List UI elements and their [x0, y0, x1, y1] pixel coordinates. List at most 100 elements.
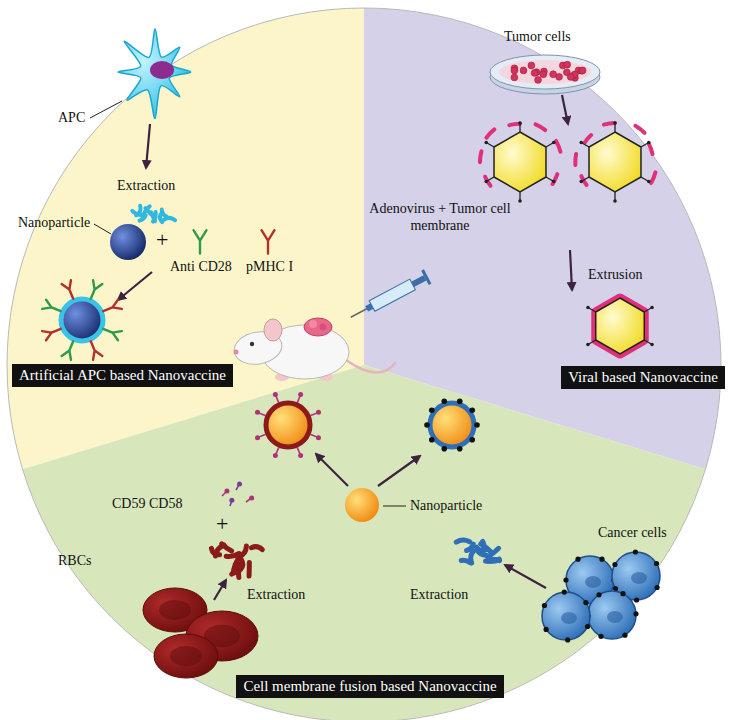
apc-nanovaccine-core	[61, 299, 103, 341]
tumor-antigen	[542, 603, 547, 608]
membrane-fragment	[216, 545, 225, 556]
capsid-spike	[586, 306, 590, 310]
apc-nucleus	[150, 61, 174, 79]
tumor-antigen	[544, 627, 549, 632]
antibody-symbol	[42, 300, 62, 316]
tumor-antigen	[612, 562, 617, 567]
tumor-antigen	[634, 597, 639, 602]
tumor	[320, 324, 327, 331]
title-box: Cell membrane fusion based Nanovaccine	[236, 675, 503, 698]
tumor-antigen	[469, 408, 475, 414]
title-text: Viral based Nanovaccine	[568, 369, 718, 386]
tumor-antigen	[565, 637, 570, 642]
membrane-fragment	[164, 218, 175, 220]
text-label: Adenovirus + Tumor cell membrane	[365, 200, 515, 234]
cancer-cell	[542, 592, 590, 640]
leader-line	[90, 101, 122, 118]
arrow	[118, 272, 152, 300]
membrane-fragment	[480, 151, 481, 162]
tumor-antigen	[457, 398, 463, 404]
text-label: Extraction	[410, 586, 468, 603]
tumor-antigen	[583, 600, 588, 605]
antibody-symbol	[262, 230, 275, 253]
membrane-fragment	[160, 212, 163, 222]
membrane-fragment	[247, 562, 252, 576]
capsid-spike	[650, 306, 654, 310]
title-text: Artificial APC based Nanovaccine	[19, 367, 226, 384]
tumor-antigen	[441, 446, 447, 452]
tumor-antigen	[474, 422, 480, 428]
tumor-antigen	[441, 398, 447, 404]
tumor-antigen	[654, 585, 659, 590]
red-blood-cell	[154, 634, 218, 678]
adenovirus-capsid	[494, 132, 546, 192]
tumor-antigen	[429, 437, 435, 443]
tumor-antigen	[633, 549, 638, 554]
title-box: Artificial APC based Nanovaccine	[12, 364, 233, 387]
capsid-spike	[484, 141, 488, 145]
rbc-nanovaccine	[266, 403, 310, 447]
capsid-spike	[613, 121, 617, 125]
tumor-cell	[520, 67, 527, 74]
membrane-fragment	[239, 546, 246, 557]
tumor-antigen	[457, 446, 463, 452]
nanoparticle	[110, 224, 146, 260]
membrane-coat	[596, 298, 644, 354]
capsid-spike	[647, 180, 651, 184]
membrane-fragment	[509, 124, 520, 125]
membrane-fragment	[604, 123, 615, 125]
membrane-fragment	[151, 212, 155, 221]
text-label: Anti CD28	[170, 258, 232, 275]
leader-line	[383, 506, 406, 507]
membrane-fragment	[483, 541, 484, 550]
text-label: Extraction	[117, 177, 175, 194]
tumor-cell	[556, 73, 563, 80]
syringe	[347, 269, 431, 324]
tumor	[304, 318, 332, 336]
tumor-antigen	[633, 611, 638, 616]
membrane-fragment	[461, 560, 470, 562]
tumor-antigen	[599, 557, 604, 562]
tumor-cell	[578, 67, 585, 74]
tumor-cell	[540, 71, 547, 78]
capsid-spike	[613, 199, 617, 203]
cancer-nucleus	[631, 572, 647, 584]
membrane-protein	[224, 489, 229, 494]
membrane-fragment	[132, 211, 144, 215]
title-box: Viral based Nanovaccine	[561, 366, 725, 389]
tumor-antigen	[562, 589, 567, 594]
capsid-spike	[484, 180, 488, 184]
capsid-spike	[579, 141, 583, 145]
membrane-fragment	[553, 174, 558, 184]
text-label: Extraction	[247, 586, 305, 603]
tumor-antigen	[585, 624, 590, 629]
membrane-fragment	[485, 177, 490, 186]
membrane-fragment	[251, 547, 262, 550]
membrane-fragment	[556, 141, 560, 152]
membrane-protein	[316, 410, 321, 415]
membrane-fragment	[585, 135, 592, 143]
culture-medium	[499, 60, 591, 84]
tumor-antigen	[613, 586, 618, 591]
text-label: Nanoparticle	[410, 497, 482, 514]
membrane-fragment	[651, 172, 655, 183]
arrow	[570, 250, 572, 290]
text-label: RBCs	[58, 552, 91, 569]
membrane-fragment	[487, 560, 499, 561]
tumor-antigen	[424, 422, 430, 428]
text-label: CD59 CD58	[112, 495, 182, 512]
circle-outline	[7, 8, 721, 720]
syringe-barrel	[369, 279, 415, 311]
antibody-symbol	[101, 300, 121, 316]
membrane-protein	[273, 453, 278, 458]
text-label: pMHC I	[246, 258, 293, 275]
capsid-spike	[650, 343, 654, 347]
petri-dish	[490, 55, 600, 89]
membrane-fragment	[486, 129, 494, 137]
capsid-spike	[579, 180, 583, 184]
membrane-protein	[237, 481, 242, 486]
leader-line	[94, 224, 111, 234]
arrow	[562, 95, 568, 124]
